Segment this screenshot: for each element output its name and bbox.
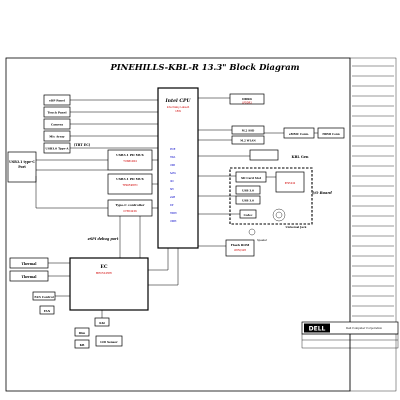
- pch-right-blocks: M.2 SSD M.2 WLAN: [231, 125, 265, 145]
- io-usb-box: [235, 185, 261, 195]
- cpu-pin-label: USB: [170, 164, 175, 167]
- cpu-pin-label: DP: [170, 204, 174, 207]
- diagram-title: PINEHILLS-KBL-R 13.3" Block Diagram: [109, 62, 299, 72]
- emmc-label: eMMC Conn.: [289, 132, 309, 136]
- usb-typec-port-box: [7, 151, 37, 183]
- sd-card-label: SD Card Slot: [241, 176, 262, 180]
- revision-lines: [352, 65, 394, 317]
- sensor-2-label: Dim: [79, 331, 85, 335]
- fan-num: FAN: [44, 309, 51, 313]
- cpu-pin-labels: PCIE HDA USB SATA I2C SPI eSPI DP HDMI USB3: [170, 148, 177, 223]
- flash-rom-box: [225, 239, 255, 257]
- left-block-label: USB3.0 Type-A: [45, 147, 69, 151]
- audio-codec-label: Codec: [244, 213, 253, 217]
- revision-column: [349, 57, 397, 392]
- io-board-label: I/O Board: [311, 191, 332, 195]
- cpu-pin-label: USB3: [170, 220, 177, 223]
- memory-box: [229, 93, 265, 105]
- flash-rom-part: W25Q128: [234, 249, 246, 252]
- flash-rom-label: Flash ROM: [231, 243, 250, 247]
- audio-jack-inner: [275, 211, 283, 219]
- left-block-label: eDP Panel: [49, 99, 65, 103]
- fan-box: [39, 305, 55, 315]
- cpu-title: Intel CPU: [165, 98, 192, 104]
- io-usb-box: [235, 195, 261, 205]
- left-block-label: Mic Array: [49, 135, 65, 139]
- cpu-subtitle: Intel Kaby Lake-R: [167, 105, 190, 109]
- pch-right-label: M.2 WLAN: [240, 139, 256, 143]
- cpu-pin-label: SATA: [170, 172, 176, 175]
- audio-jack-circle: [272, 208, 286, 222]
- pch-right-label: M.2 SSD: [242, 129, 255, 133]
- speaker-icon: [248, 228, 256, 236]
- cpu-pin-label: HDMI: [170, 212, 177, 215]
- thermal-2-label: Thermal: [21, 275, 37, 279]
- cpu-pin-label: PCIE: [170, 148, 176, 151]
- cpu-power: 15W: [175, 109, 181, 113]
- lid-sensor-label: LID Sensor: [100, 340, 118, 344]
- io-usb-label: USB 3.0: [242, 199, 254, 203]
- connection-wires: [35, 97, 318, 318]
- io-usb-label: USB 3.0: [242, 189, 254, 193]
- company-box-label: Dell Computer Corporation: [346, 326, 382, 330]
- title-rev-block: [301, 333, 399, 349]
- cpu-pin-label: I2C: [170, 180, 174, 183]
- dell-logo-bg: [304, 323, 330, 333]
- usb-pd-mux-2-part: TPS65987D: [122, 183, 137, 187]
- thermal-1-label: Thermal: [21, 262, 37, 266]
- usb-typec-port-label: Port: [18, 165, 26, 169]
- speaker-label: Speaker: [257, 239, 268, 242]
- usb-pd-mux-2-label: USB3.1 PD MUX: [116, 177, 144, 181]
- cpu-pin-label: HDA: [170, 156, 176, 159]
- sensor-2-box: [74, 327, 90, 337]
- usb-typec-label: USB3.1 type-C: [9, 160, 35, 164]
- lid-sensor-box: [95, 335, 123, 347]
- fan-control-label: FAN Control: [34, 295, 53, 299]
- sensor-3-label: KB: [80, 343, 85, 347]
- sd-card-reader-box: [275, 171, 305, 193]
- universal-jack-label: Universal Jack: [286, 225, 307, 229]
- dell-logo: DELL: [309, 326, 326, 333]
- memory-label: DDR4: [242, 97, 252, 101]
- sensor-3-box: [74, 339, 90, 349]
- typec-controller-label: Type-C controller: [115, 203, 144, 207]
- sensor-1-label: Kbl: [99, 321, 104, 325]
- sd-card-reader-part: RTS5242: [285, 182, 296, 185]
- typec-controller-part: CYPD4226: [123, 209, 137, 213]
- ec-title: EC: [100, 264, 108, 270]
- kbl-gen-label: KBL Gen: [292, 155, 309, 159]
- cpu-pin-label: SPI: [170, 188, 174, 191]
- ec-part: MEC5105HI: [96, 271, 112, 275]
- kbl-gen-box: [249, 149, 279, 161]
- left-block-label: Touch Panel: [47, 111, 66, 115]
- left-block-label: Camera: [51, 123, 63, 127]
- memory-part: LPDDR3: [242, 102, 252, 105]
- redriver-right-label: HDMI Conn: [322, 132, 339, 136]
- cpu-pin-label: eSPI: [170, 196, 175, 199]
- usb-tbt-label: (TBT EC): [74, 143, 91, 147]
- usb-pd-mux-1-label: USB3.1 PD MUX: [116, 153, 144, 157]
- espi-debug-label: eSPI debug port: [88, 237, 119, 241]
- ec-block: [69, 257, 149, 311]
- usb-pd-mux-1-part: TUSB1064: [123, 159, 137, 163]
